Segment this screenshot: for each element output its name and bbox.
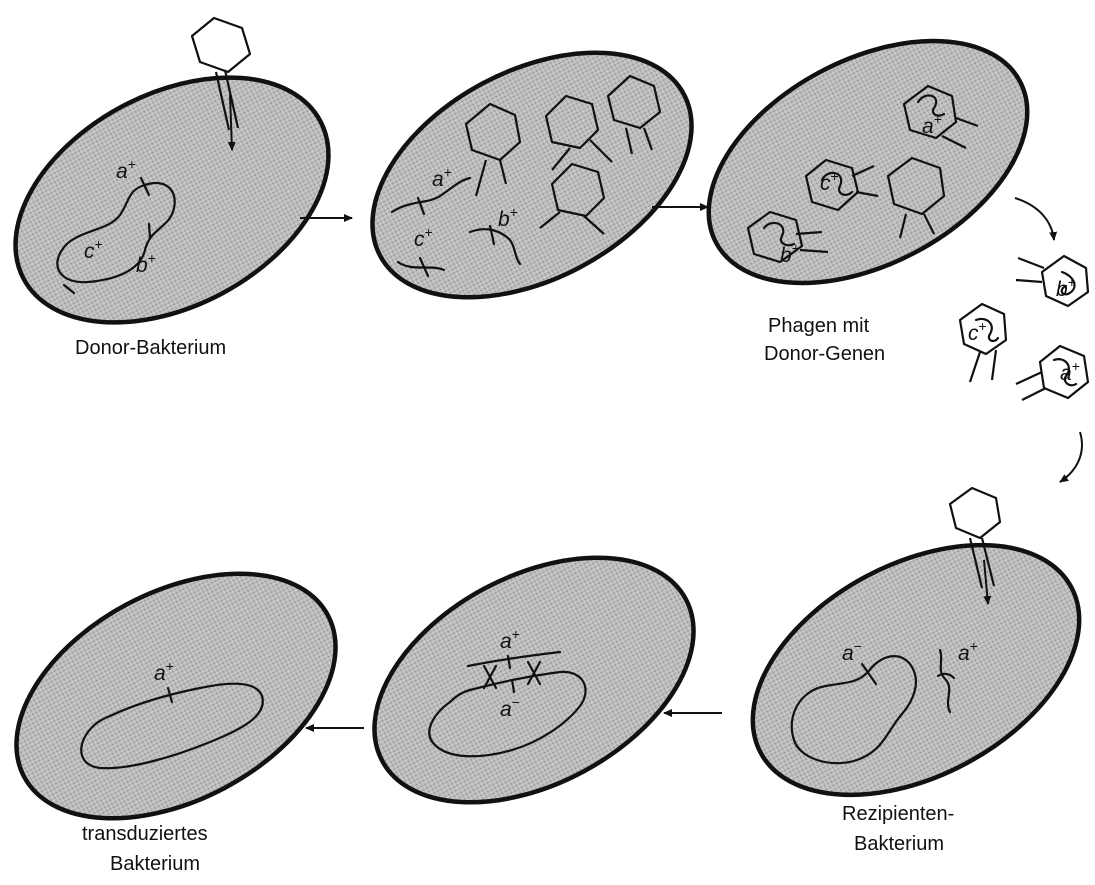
caption-transduced-line1: transduziertes [82, 823, 208, 845]
released-phage-c [960, 304, 1006, 382]
caption-phages-line2: Donor-Genen [764, 343, 885, 365]
gene-label-c-plus-released: c+ [968, 318, 987, 345]
recombining-bacterium [333, 507, 734, 852]
caption-phages-line1: Phagen mit [768, 315, 870, 337]
transduced-bacterium [0, 523, 377, 868]
released-phage-b [1016, 256, 1088, 306]
caption-recipient-line2: Bakterium [854, 833, 944, 855]
flow-arrow-3 [1015, 198, 1054, 240]
infected-bacterium [331, 2, 732, 347]
gene-label-a-plus-released: a+ [1060, 358, 1080, 385]
caption-recipient-line1: Rezipienten- [842, 803, 954, 825]
lysing-bacterium [668, 0, 1068, 333]
donor-bacterium [0, 28, 370, 373]
caption-donor: Donor-Bakterium [75, 337, 226, 359]
recipient-bacterium [711, 494, 1095, 846]
caption-transduced-line2: Bakterium [110, 853, 200, 875]
flow-arrow-4 [1060, 432, 1082, 482]
gene-label-b-plus-released: b+ [1056, 274, 1076, 301]
